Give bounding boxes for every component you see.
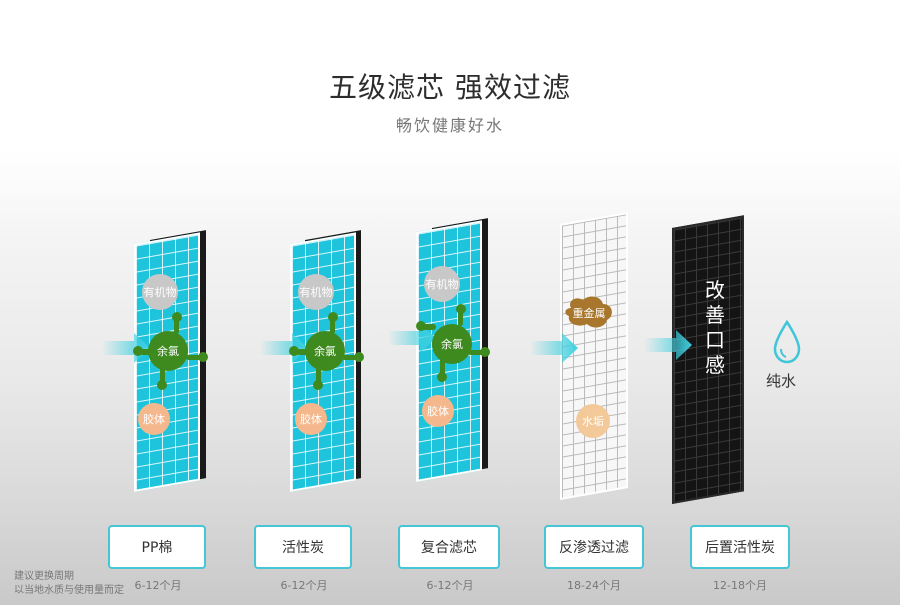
chlorine-ball: 余氯 (148, 331, 188, 371)
chlorine-leg-end (354, 352, 364, 362)
flow-arrow-icon (260, 333, 308, 363)
chlorine-leg (186, 355, 202, 360)
flow-arrow-icon (388, 323, 436, 353)
organic-matter-ball: 有机物 (424, 266, 460, 302)
chlorine-leg (316, 366, 321, 384)
chlorine-leg (140, 349, 154, 355)
organic-matter-ball: 有机物 (142, 274, 178, 310)
replacement-period: 6-12个月 (280, 579, 328, 592)
chlorine-leg-end (456, 304, 466, 314)
particle-label: 有机物 (425, 278, 459, 291)
particle-label: 有机物 (143, 286, 177, 299)
flow-arrow-icon (102, 333, 150, 363)
pure-water-label: 纯水 (766, 372, 797, 390)
note-line-2: 以当地水质与使用量而定 (14, 585, 124, 596)
filter-label-pp: PP棉 (108, 525, 206, 569)
filter-label-post-carbon: 后置活性炭 (690, 525, 790, 569)
filter-label-composite: 复合滤芯 (398, 525, 500, 569)
particle-label: 胶体 (300, 413, 322, 426)
chlorine-leg (342, 355, 358, 360)
chlorine-leg-end (328, 312, 338, 322)
chlorine-leg (458, 310, 463, 326)
chlorine-leg-end (416, 321, 426, 331)
page-subtitle: 畅饮健康好水 (395, 116, 504, 135)
chlorine-leg (330, 318, 335, 334)
heavy-metal-label: 重金属 (572, 307, 606, 320)
particle-label: 胶体 (427, 405, 449, 418)
flow-arrow-icon (530, 333, 578, 363)
water-drop-icon (773, 320, 801, 364)
chlorine-leg-end (157, 380, 167, 390)
chlorine-ball: 余氯 (305, 331, 345, 371)
taste-caption: 改善口感 (705, 278, 725, 377)
chlorine-leg-end (198, 352, 208, 362)
chlorine-leg (296, 349, 310, 355)
page-title: 五级滤芯 强效过滤 (329, 71, 571, 104)
chlorine-ball: 余氯 (432, 324, 472, 364)
colloid-ball: 胶体 (295, 403, 327, 435)
replacement-period: 12-18个月 (713, 579, 767, 592)
replacement-period: 6-12个月 (426, 579, 474, 592)
chlorine-leg (174, 318, 179, 334)
replacement-period: 6-12个月 (134, 579, 182, 592)
particle-label: 余氯 (441, 338, 463, 351)
particle-label: 余氯 (314, 345, 336, 358)
chlorine-leg (440, 358, 445, 376)
flow-arrow-icon (644, 330, 692, 360)
organic-matter-ball: 有机物 (298, 274, 334, 310)
colloid-ball: 胶体 (422, 395, 454, 427)
filter-label-ro: 反渗透过滤 (544, 525, 644, 569)
heavy-metal-blob-icon (565, 296, 612, 328)
chlorine-leg (422, 324, 436, 330)
chlorine-leg-end (480, 347, 490, 357)
note-line-1: 建议更换周期 (14, 571, 74, 582)
replacement-period: 18-24个月 (567, 579, 621, 592)
scale-ball: 水垢 (576, 404, 610, 438)
chlorine-leg-end (133, 346, 143, 356)
particle-label: 胶体 (143, 413, 165, 426)
chlorine-leg (160, 366, 165, 384)
chlorine-leg-end (289, 346, 299, 356)
colloid-ball: 胶体 (138, 403, 170, 435)
particle-label: 水垢 (582, 415, 604, 428)
chlorine-leg-end (437, 372, 447, 382)
particle-label: 余氯 (157, 345, 179, 358)
chlorine-leg-end (313, 380, 323, 390)
chlorine-leg (468, 350, 484, 355)
filter-label-carbon: 活性炭 (254, 525, 352, 569)
chlorine-leg-end (172, 312, 182, 322)
particle-label: 有机物 (299, 286, 333, 299)
